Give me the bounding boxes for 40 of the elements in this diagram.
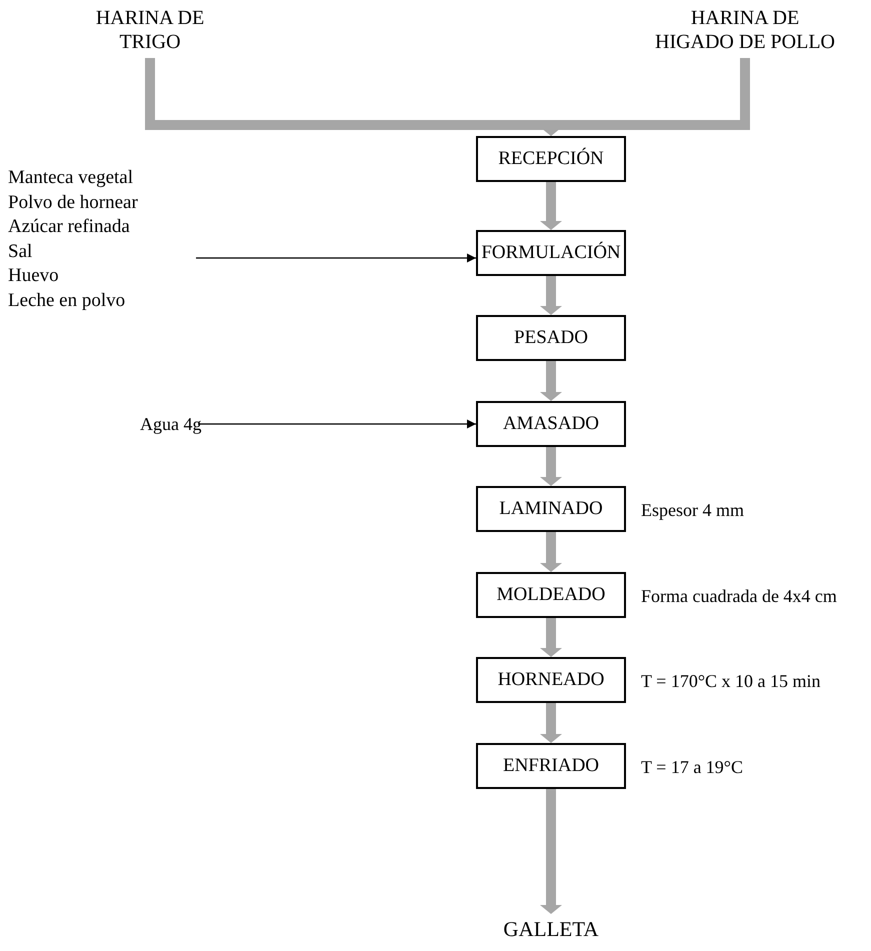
- ingredient-text: Sal: [8, 240, 32, 264]
- flow-label: HARINA DE TRIGO: [94, 6, 206, 54]
- arrow: [540, 789, 562, 914]
- ingredient-text: Manteca vegetal: [8, 166, 134, 190]
- arrow: [540, 532, 562, 572]
- step-label: MOLDEADO: [496, 582, 606, 607]
- process-box: [476, 401, 626, 447]
- step-label: HORNEADO: [498, 668, 604, 692]
- arrow: [540, 361, 562, 401]
- ingredient-text: Polvo de hornear: [8, 190, 138, 214]
- flow-label: GALLETA: [503, 916, 599, 944]
- arrow: [540, 447, 562, 486]
- flow-label: Agua 4g: [140, 412, 202, 436]
- process-box: [476, 572, 626, 618]
- ingredient-text: Azúcar refinada: [8, 215, 130, 239]
- step-label: FORMULACIÓN: [481, 240, 621, 265]
- step-label: RECEPCIÓN: [498, 146, 604, 171]
- step-label: LAMINADO: [499, 496, 603, 521]
- process-box: [476, 743, 626, 789]
- process-box: [476, 657, 626, 703]
- step-label: ENFRIADO: [502, 754, 600, 778]
- arrow: [198, 420, 476, 428]
- ingredient-text: Huevo: [8, 264, 59, 288]
- arrow: [540, 618, 562, 657]
- process-box: [476, 230, 626, 276]
- step-note: T = 170°C x 10 a 15 min: [641, 670, 821, 693]
- process-box: [476, 315, 626, 361]
- arrow: [540, 276, 562, 315]
- process-box: [476, 486, 626, 532]
- arrow: [540, 703, 562, 743]
- arrow: [540, 182, 562, 230]
- step-label: PESADO: [514, 326, 588, 350]
- step-note: T = 17 a 19°C: [641, 756, 744, 779]
- step-label: AMASADO: [502, 412, 600, 436]
- flow-label: HARINA DE HIGADO DE POLLO: [654, 6, 836, 54]
- process-box: [476, 136, 626, 182]
- ingredient-text: Leche en polvo: [8, 288, 126, 312]
- arrow: [196, 254, 476, 262]
- step-note: Espesor 4 mm: [641, 499, 744, 522]
- step-note: Forma cuadrada de 4x4 cm: [641, 585, 837, 608]
